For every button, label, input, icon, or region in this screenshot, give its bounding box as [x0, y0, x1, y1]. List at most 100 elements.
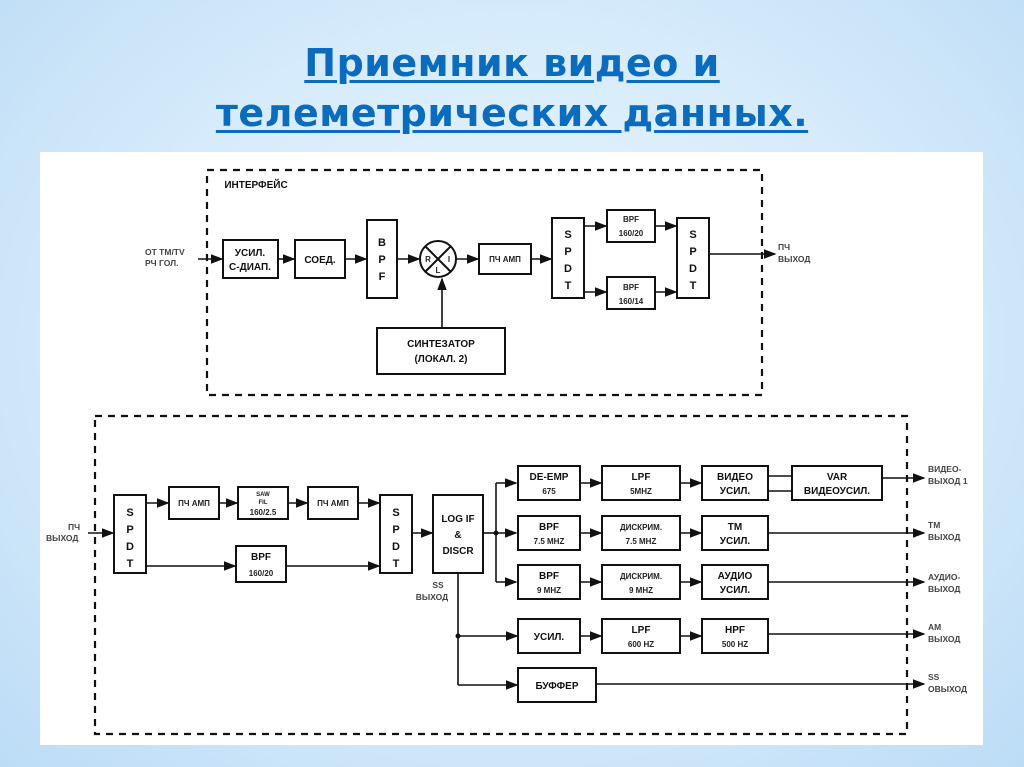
am-output-label-1: AM [928, 622, 941, 632]
spdt-switch-out [379, 494, 413, 574]
lpf5-text-1: LPF [632, 472, 651, 483]
saw-filter-block [237, 486, 289, 520]
bpf-160-14-block [606, 276, 656, 310]
bpf9-text-2: 9 MHZ [537, 586, 561, 595]
log-if-text-2: & [454, 530, 461, 541]
receiver-dashed-boundary [93, 414, 909, 736]
mixer-icon: R I L [419, 240, 457, 278]
saw-text-3: 160/2.5 [250, 508, 277, 517]
video-amp-block [701, 465, 769, 501]
deemp-text-1: DE-EMP [530, 472, 569, 483]
spdt-letter: S [126, 507, 133, 519]
disc9-text-2: 9 MHZ [629, 586, 653, 595]
lpf600-text-2: 600 HZ [628, 640, 654, 649]
hpf500-text-1: HPF [725, 625, 745, 636]
audio-amp-text-2: УСИЛ. [720, 585, 751, 596]
spdt-switch-2 [676, 217, 710, 299]
tm-amp-text-2: УСИЛ. [720, 536, 751, 547]
log-if-discriminator-block [432, 494, 484, 574]
spdt-letter: T [127, 558, 134, 570]
deemp-text-2: 675 [542, 487, 556, 496]
bpf75-text-2: 7.5 MHZ [534, 537, 565, 546]
if-amp-1-block [168, 486, 220, 520]
synth-text-1: СИНТЕЗАТОР [407, 339, 475, 350]
bpf-lower-text-2: 160/20 [249, 569, 274, 578]
tm-output-label-1: TM [928, 520, 940, 530]
spdt-letter: T [690, 280, 697, 292]
tm-output-label-2: ВЫХОД [928, 532, 960, 542]
slide-title-line-1: Приемник видео и [304, 41, 720, 85]
audio-amp-text-1: АУДИО [718, 571, 753, 582]
bpf-b-text-1: BPF [623, 283, 639, 292]
rf-input-label-2: РЧ ГОЛ. [145, 258, 178, 268]
audio-output-label-1: АУДИО- [928, 572, 960, 582]
spdt-letter: D [392, 541, 400, 553]
bpf-a-text-2: 160/20 [619, 229, 644, 238]
saw-text-1: SAW [256, 492, 270, 498]
spdt-switch-1 [551, 217, 585, 299]
spdt-letter: T [565, 280, 572, 292]
spdt-letter: P [126, 524, 133, 536]
spdt-letter: S [392, 507, 399, 519]
if-amp-text: ПЧ АМП [489, 255, 521, 264]
lpf5-text-2: 5MHZ [630, 487, 652, 496]
c-band-amp-text-1: УСИЛ. [235, 248, 266, 259]
disc75-text-1: ДИСКРИМ. [620, 523, 662, 532]
interface-label: ИНТЕРФЕЙС [224, 178, 287, 191]
spdt-letter: P [564, 246, 571, 258]
if-amp-2-text: ПЧ АМП [317, 499, 349, 508]
synth-text-2: (ЛОКАЛ. 2) [414, 354, 467, 365]
bpf-7-5mhz-block [517, 515, 581, 551]
disc75-text-2: 7.5 MHZ [626, 537, 657, 546]
var-amp-text-1: VAR [827, 472, 848, 483]
video-amp-text-2: УСИЛ. [720, 486, 751, 497]
lpf600-text-1: LPF [632, 625, 651, 636]
video-output-label-1: ВИДЕО- [928, 464, 962, 474]
spdt-letter: D [126, 541, 134, 553]
bpf9-text-1: BPF [539, 571, 559, 582]
bpf-letter: B [378, 237, 386, 249]
spdt-letter: P [392, 524, 399, 536]
saw-text-2: FIL [259, 500, 268, 506]
spdt-letter: D [689, 263, 697, 275]
am-output-label-2: ВЫХОД [928, 634, 960, 644]
mixer-port-l: L [436, 266, 441, 275]
log-if-text-3: DISCR [442, 546, 474, 557]
mixer-port-i: I [448, 255, 450, 264]
spdt-letter: T [393, 558, 400, 570]
bpf-letter: P [378, 254, 385, 266]
bpf-block [366, 219, 398, 299]
video-amp-text-1: ВИДЕО [717, 472, 753, 483]
receiver-input-label-1: ПЧ [68, 522, 80, 532]
spdt-letter: P [689, 246, 696, 258]
buffer-block [517, 667, 597, 703]
disc9-text-1: ДИСКРИМ. [620, 572, 662, 581]
if-output-label-2: ВЫХОД [778, 254, 810, 264]
de-emphasis-block [517, 465, 581, 501]
bpf-b-text-2: 160/14 [619, 297, 644, 306]
spdt-switch-in [113, 494, 147, 574]
ss-output-label-1: SS [432, 580, 444, 590]
mixer-port-r: R [425, 255, 431, 264]
spdt-letter: D [564, 263, 572, 275]
video-output-label-2: ВЫХОД 1 [928, 476, 968, 486]
var-amp-text-2: ВИДЕОУСИЛ. [804, 486, 870, 497]
ss-output-label-2: ОВЫХОД [928, 684, 967, 694]
bpf-a-text-1: BPF [623, 215, 639, 224]
bpf-160-20-lower-block [235, 545, 287, 583]
rf-input-label-1: ОТ TM/TV [145, 247, 185, 257]
c-band-amp-text-2: С-ДИАП. [229, 262, 271, 273]
spdt-letter: S [564, 229, 571, 241]
if-amp-1-text: ПЧ АМП [178, 499, 210, 508]
variable-video-amp-block [791, 465, 883, 501]
hpf-500hz-block [701, 618, 769, 654]
ss-output-label-1: SS [928, 672, 940, 682]
log-if-text-1: LOG IF [441, 514, 474, 525]
bpf-lower-text-1: BPF [251, 552, 271, 563]
interface-dashed-boundary [205, 168, 764, 397]
spdt-letter: S [689, 229, 696, 241]
tm-amp-text-1: TM [728, 522, 742, 533]
buffer-text: БУФФЕР [535, 681, 578, 692]
receiver-input-label-2: ВЫХОД [46, 533, 78, 543]
